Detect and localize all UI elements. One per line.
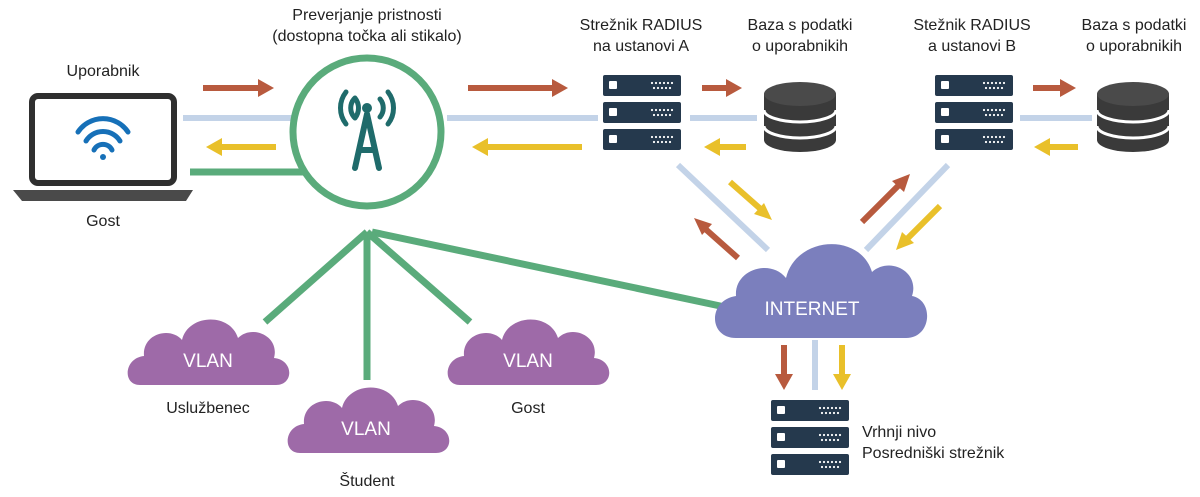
links <box>183 115 1092 390</box>
arrows <box>203 79 1078 390</box>
guest-top-label: Gost <box>86 213 120 230</box>
user-label: Uporabnik <box>67 63 141 80</box>
db-b-label-line1: Baza s podatki <box>1082 17 1187 34</box>
top-level-proxy-server <box>771 400 849 475</box>
radius-server-a <box>603 75 681 150</box>
internet-cloud: INTERNET <box>715 244 928 338</box>
radius-a-label-line2: na ustanovi A <box>593 38 689 55</box>
laptop-icon <box>13 93 193 201</box>
database-b-icon <box>1095 80 1171 154</box>
request-arrows <box>203 79 1076 390</box>
vlan-guest-label: VLAN <box>503 351 553 372</box>
arrow-radius-a-to-internet <box>728 179 766 215</box>
antenna-icon <box>338 89 396 171</box>
top-level-label-line2: Posredniški strežnik <box>862 445 1005 462</box>
radius-b-label-line2: a ustanovi B <box>928 38 1016 55</box>
database-a-icon <box>762 80 838 154</box>
db-a-label-line2: o uporabnikih <box>752 38 848 55</box>
db-a-label-line1: Baza s podatki <box>748 17 853 34</box>
link-radius-b-internet <box>863 162 951 253</box>
wifi-icon <box>75 116 131 160</box>
radius-server-b <box>935 75 1013 150</box>
link-ap-vlan-employee <box>262 229 370 325</box>
vlan-cloud-guest: VLAN <box>447 319 610 385</box>
labels: Uporabnik Gost Preverjanje pristnosti (d… <box>67 7 1187 490</box>
vlan-cloud-student: VLAN <box>287 387 450 453</box>
access-point-ring <box>289 54 445 210</box>
arrow-internet-to-radius-b <box>859 181 903 225</box>
guest-bottom-label: Gost <box>511 400 545 417</box>
auth-label-line1: Preverjanje pristnosti <box>292 7 441 24</box>
response-arrows <box>206 138 1078 390</box>
link-ap-vlan-guest <box>364 229 473 325</box>
employee-label: Uslužbenec <box>166 400 250 417</box>
radius-a-label-line1: Strežnik RADIUS <box>580 17 703 34</box>
db-b-label-line2: o uporabnikih <box>1086 38 1182 55</box>
auth-label-line2: (dostopna točka ali stikalo) <box>272 28 461 45</box>
link-ap-internet-green <box>371 228 726 311</box>
top-level-label-line1: Vrhnji nivo <box>862 424 936 441</box>
internet-label: INTERNET <box>765 299 860 320</box>
access-point <box>289 54 445 210</box>
link-radius-a-internet <box>675 162 771 253</box>
vlan-cloud-employee: VLAN <box>127 319 290 385</box>
vlan-employee-label: VLAN <box>183 351 233 372</box>
arrow-radius-b-to-internet <box>903 203 943 243</box>
radius-b-label-line1: Stežnik RADIUS <box>913 17 1030 34</box>
arrow-internet-to-radius-a <box>700 223 740 261</box>
vlan-student-label: VLAN <box>341 419 391 440</box>
student-label: Študent <box>339 471 395 490</box>
